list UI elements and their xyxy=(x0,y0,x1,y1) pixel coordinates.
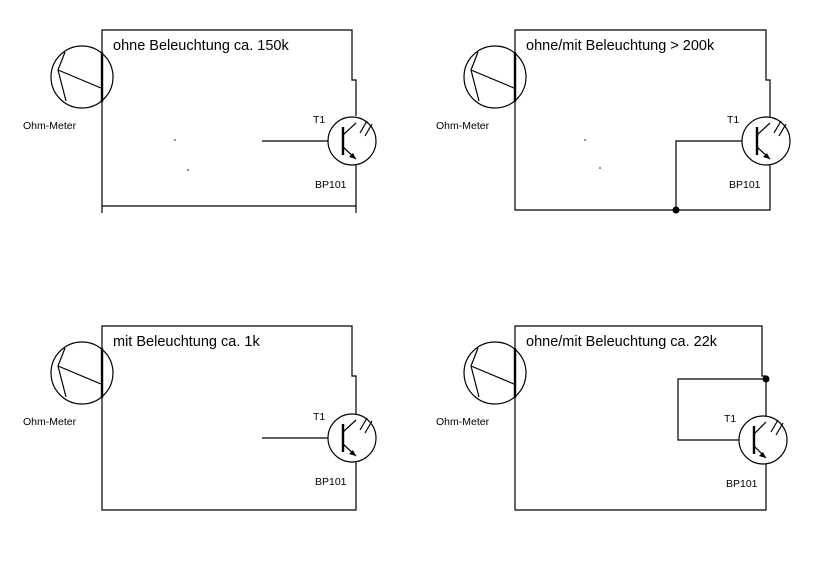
junction-dot xyxy=(762,375,770,383)
transistor-type: BP101 xyxy=(315,179,347,191)
wire-bottom xyxy=(514,398,767,511)
transistor-type: BP101 xyxy=(726,478,758,490)
meter-pointer xyxy=(57,51,66,71)
wire-collector-base xyxy=(677,378,766,441)
ohm-meter-circle xyxy=(50,341,114,405)
meter-pointer xyxy=(57,69,102,89)
meter-pointer xyxy=(57,347,66,367)
panel-title: ohne Beleuchtung ca. 150k xyxy=(113,38,289,54)
transistor-type: BP101 xyxy=(315,476,347,488)
panel-3: mit Beleuchtung ca. 1k Ohm-Meter T1 BP10… xyxy=(23,325,377,511)
meter-label: Ohm-Meter xyxy=(436,416,490,428)
wire-bottom xyxy=(101,398,357,511)
transistor-collector xyxy=(342,419,357,433)
ohm-meter-4 xyxy=(463,341,527,405)
wire-top xyxy=(514,29,771,122)
speck xyxy=(599,167,601,169)
light-arrow xyxy=(770,419,779,433)
emitter-arrow xyxy=(349,450,356,456)
wire-top xyxy=(101,325,357,418)
meter-pointer xyxy=(57,365,102,385)
light-arrow xyxy=(775,422,784,436)
transistor-label: T1 xyxy=(724,413,736,425)
wire-top xyxy=(101,29,357,116)
transistor-collector xyxy=(756,122,771,136)
meter-pointer xyxy=(470,69,480,102)
speck xyxy=(584,139,586,141)
meter-pointer xyxy=(57,365,67,398)
phototransistor-1 xyxy=(327,116,377,166)
transistor-label: T1 xyxy=(313,411,325,423)
emitter-arrow xyxy=(763,153,770,159)
wire-top xyxy=(514,325,767,418)
panel-title: ohne/mit Beleuchtung > 200k xyxy=(526,38,715,54)
meter-pointer xyxy=(470,365,515,385)
transistor-circle xyxy=(738,415,788,465)
light-arrow xyxy=(364,420,373,434)
transistor-circle xyxy=(327,413,377,463)
meter-label: Ohm-Meter xyxy=(23,120,77,132)
panel-2: ohne/mit Beleuchtung > 200k Ohm-Meter T1… xyxy=(436,29,791,214)
phototransistor-4 xyxy=(738,415,788,465)
emitter-arrow xyxy=(349,153,356,159)
transistor-collector xyxy=(753,421,767,435)
light-arrow xyxy=(359,417,368,431)
junction-dot xyxy=(672,206,680,214)
transistor-collector xyxy=(342,122,357,136)
meter-pointer xyxy=(470,51,479,71)
meter-pointer xyxy=(470,347,479,367)
meter-label: Ohm-Meter xyxy=(436,120,490,132)
light-arrow xyxy=(773,120,782,134)
panel-title: ohne/mit Beleuchtung ca. 22k xyxy=(526,334,718,350)
panel-4: ohne/mit Beleuchtung ca. 22k Ohm-Meter T… xyxy=(436,325,788,511)
ohm-meter-1 xyxy=(50,45,114,109)
meter-pointer xyxy=(57,69,67,102)
wire-bottom xyxy=(514,102,771,211)
light-arrow xyxy=(359,120,368,134)
phototransistor-2 xyxy=(741,116,791,166)
meter-pointer xyxy=(470,365,480,398)
ohm-meter-circle xyxy=(50,45,114,109)
light-arrow xyxy=(778,123,787,137)
light-arrow xyxy=(364,123,373,137)
transistor-label: T1 xyxy=(313,114,325,126)
transistor-label: T1 xyxy=(727,114,739,126)
emitter-arrow xyxy=(759,452,766,458)
meter-label: Ohm-Meter xyxy=(23,416,77,428)
panel-1: ohne Beleuchtung ca. 150k Ohm-Meter T1 B… xyxy=(23,29,377,213)
panel-title: mit Beleuchtung ca. 1k xyxy=(113,334,260,350)
speck xyxy=(174,139,176,141)
ohm-meter-2 xyxy=(463,45,527,109)
speck xyxy=(187,169,189,171)
phototransistor-3 xyxy=(327,413,377,463)
meter-pointer xyxy=(470,69,515,89)
wire-base-short xyxy=(675,140,757,210)
transistor-circle xyxy=(327,116,377,166)
ohm-meter-circle xyxy=(463,341,527,405)
transistor-circle xyxy=(741,116,791,166)
transistor-type: BP101 xyxy=(729,179,761,191)
ohm-meter-circle xyxy=(463,45,527,109)
ohm-meter-3 xyxy=(50,341,114,405)
